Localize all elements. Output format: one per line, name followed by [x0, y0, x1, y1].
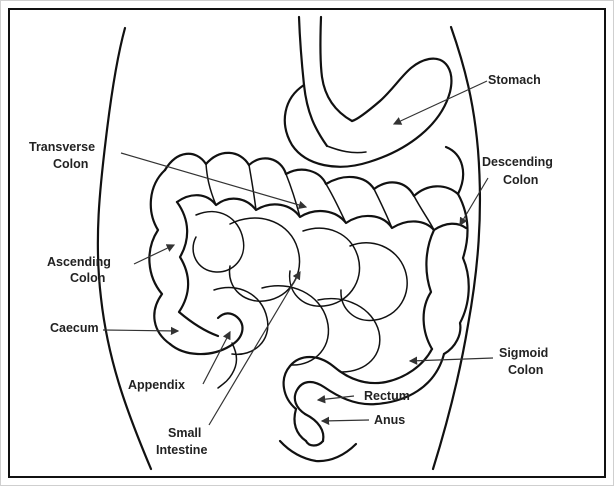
small-intestine-loop-3 — [290, 228, 360, 306]
descending-colon-outline-right — [444, 194, 469, 354]
descending-colon-leader-line — [460, 178, 488, 225]
label-sigmoid-colon-line1: Sigmoid — [499, 346, 548, 360]
ascending-colon-outline-right — [177, 202, 218, 336]
caecum-leader-line — [103, 330, 178, 331]
label-rectum: Rectum — [364, 389, 410, 403]
label-small-intestine-line2: Intestine — [156, 443, 207, 457]
label-stomach: Stomach — [488, 73, 541, 87]
appendix-leader-line — [203, 332, 230, 384]
label-descending-colon-line1: Descending — [482, 155, 553, 169]
rectum-outline — [294, 409, 323, 441]
label-descending-colon-line2: Colon — [503, 173, 538, 187]
label-small-intestine-line1: Small — [168, 426, 201, 440]
small-intestine-leader-line — [209, 272, 300, 425]
torso-left-outline — [98, 28, 151, 469]
label-transverse-colon-line1: Transverse — [29, 140, 95, 154]
anus-leader-line — [322, 420, 369, 421]
small-intestine-loop-4 — [341, 243, 407, 321]
anus-outline — [306, 441, 323, 446]
label-sigmoid-colon-line2: Colon — [508, 363, 543, 377]
label-ascending-colon-line1: Ascending — [47, 255, 111, 269]
label-caecum: Caecum — [50, 321, 99, 335]
ascending-colon-leader-line — [134, 245, 174, 264]
ascending-colon-outline-left — [149, 170, 170, 344]
small-intestine-loop-6 — [262, 286, 328, 365]
label-anus: Anus — [374, 413, 405, 427]
caecum-outline — [170, 313, 242, 354]
stomach-inner-fold — [327, 146, 366, 153]
label-ascending-colon-line2: Colon — [70, 271, 105, 285]
sigmoid-colon-leader-line — [410, 358, 493, 361]
torso-right-outline — [433, 27, 480, 469]
label-transverse-colon-line2: Colon — [53, 157, 88, 171]
label-appendix: Appendix — [128, 378, 185, 392]
descending-colon-outline-left — [424, 230, 434, 349]
stomach-leader-line — [394, 81, 487, 124]
esophagus-outline-inner — [320, 17, 352, 121]
